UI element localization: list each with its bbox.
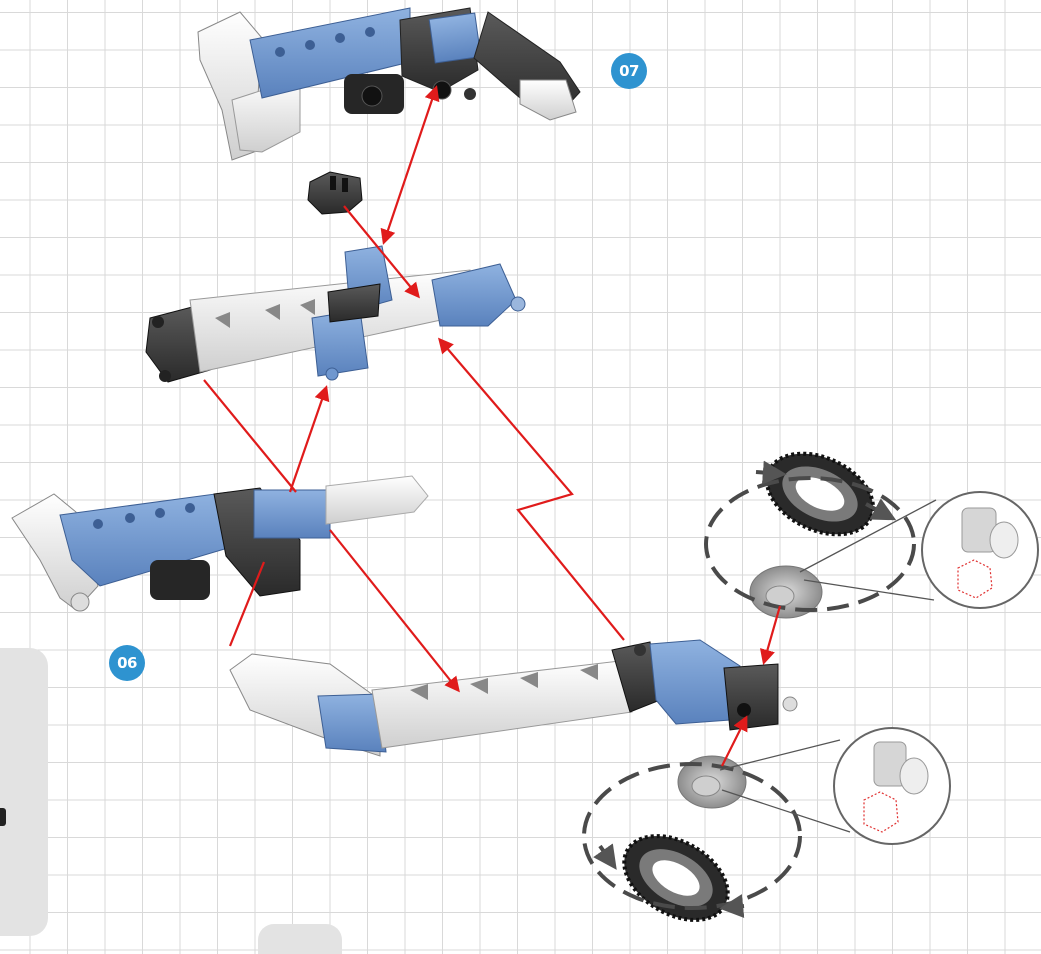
rotation-ring-top [704,476,916,612]
step-number-badge: 06 [109,645,145,681]
part-fragment [0,808,6,826]
gear-bottom [622,834,730,922]
left-beam [11,475,429,612]
bottom-beam [229,639,798,757]
step07-top-beam [197,7,581,161]
step-number-badge: 07 [611,53,647,89]
middle-beam [145,245,526,383]
rotation-ring-bottom [582,762,802,910]
small-black-connector [307,171,363,215]
zoom-callout-bottom [719,727,951,845]
side-panel [0,648,48,936]
assembly-arrows [203,85,782,767]
gear-top [765,451,875,537]
zoom-callout-top [799,491,1039,609]
